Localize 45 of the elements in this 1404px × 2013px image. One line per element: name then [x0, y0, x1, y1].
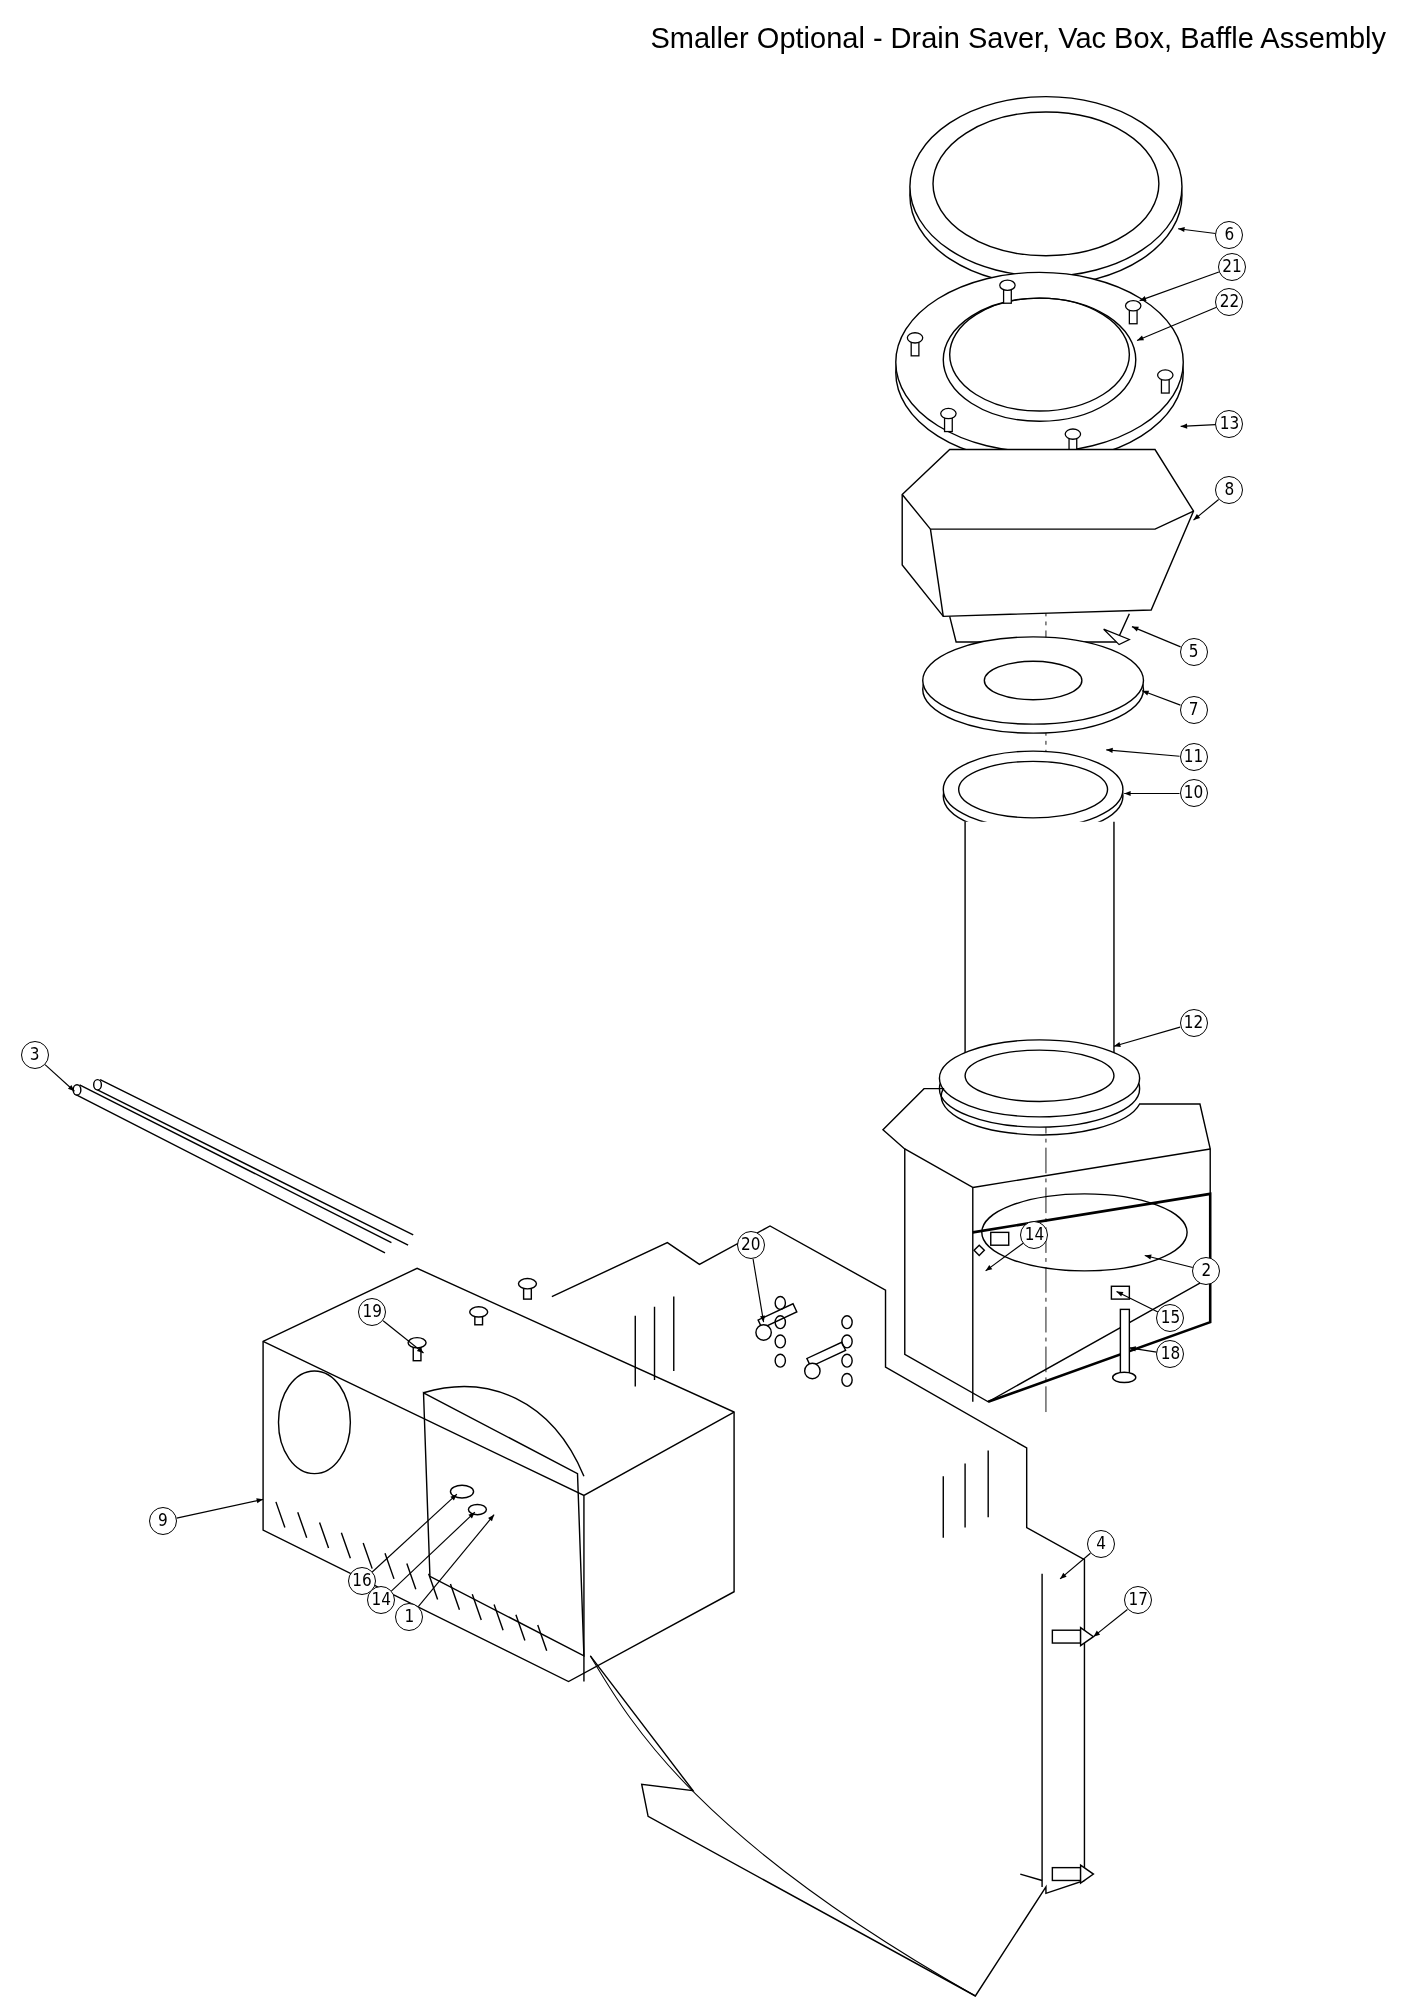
leader-line: [417, 1514, 495, 1608]
leader-line: [1177, 227, 1217, 235]
leader-line: [1113, 1026, 1181, 1047]
leader-line: [44, 1064, 75, 1092]
callout-number: 14: [367, 1586, 396, 1615]
callout-number: 18: [1156, 1339, 1185, 1368]
callout-number: 8: [1215, 476, 1244, 505]
leader-line: [1115, 1290, 1159, 1313]
leader-line: [1128, 1346, 1158, 1353]
leader-line: [1059, 1552, 1091, 1580]
leader-line: [1180, 423, 1217, 429]
callout-number: 13: [1215, 409, 1244, 438]
callout-number: 3: [20, 1040, 49, 1069]
leader-line: [1144, 1254, 1194, 1269]
callout-number: 10: [1179, 779, 1208, 808]
leader-line: [1136, 306, 1218, 341]
callout-number: 20: [736, 1230, 765, 1259]
callout-number: 1: [395, 1603, 424, 1632]
leader-line: [382, 1320, 425, 1354]
leader-line: [1131, 626, 1182, 648]
callout-number: 4: [1087, 1529, 1116, 1558]
callout-number: 2: [1192, 1256, 1221, 1285]
leader-line: [390, 1511, 476, 1592]
callout-number: 9: [149, 1506, 177, 1535]
callout-number: 6: [1215, 220, 1244, 249]
leader-line: [1139, 271, 1220, 302]
leader-line: [1141, 690, 1181, 706]
leader-line: [176, 1498, 264, 1519]
callout-number: 14: [1020, 1220, 1049, 1249]
leader-line: [752, 1258, 766, 1323]
leader-line: [1105, 747, 1181, 757]
leader-line: [1092, 1608, 1128, 1638]
callout-number: 12: [1179, 1008, 1208, 1037]
leader-line: [1123, 790, 1181, 797]
drawing-title: Smaller Optional - Drain Saver, Vac Box, Baffle Assembly: [650, 22, 1386, 55]
callout-number: 15: [1156, 1304, 1185, 1332]
callout-number: 11: [1179, 743, 1208, 772]
callout-number: 5: [1179, 637, 1208, 666]
callout-number: 21: [1218, 252, 1246, 281]
leader-line: [371, 1493, 458, 1573]
callout-number: 22: [1215, 287, 1244, 316]
callout-number: 17: [1124, 1586, 1153, 1615]
leader-line: [1192, 498, 1220, 521]
leader-line: [985, 1242, 1024, 1272]
callout-number: 7: [1179, 695, 1208, 724]
